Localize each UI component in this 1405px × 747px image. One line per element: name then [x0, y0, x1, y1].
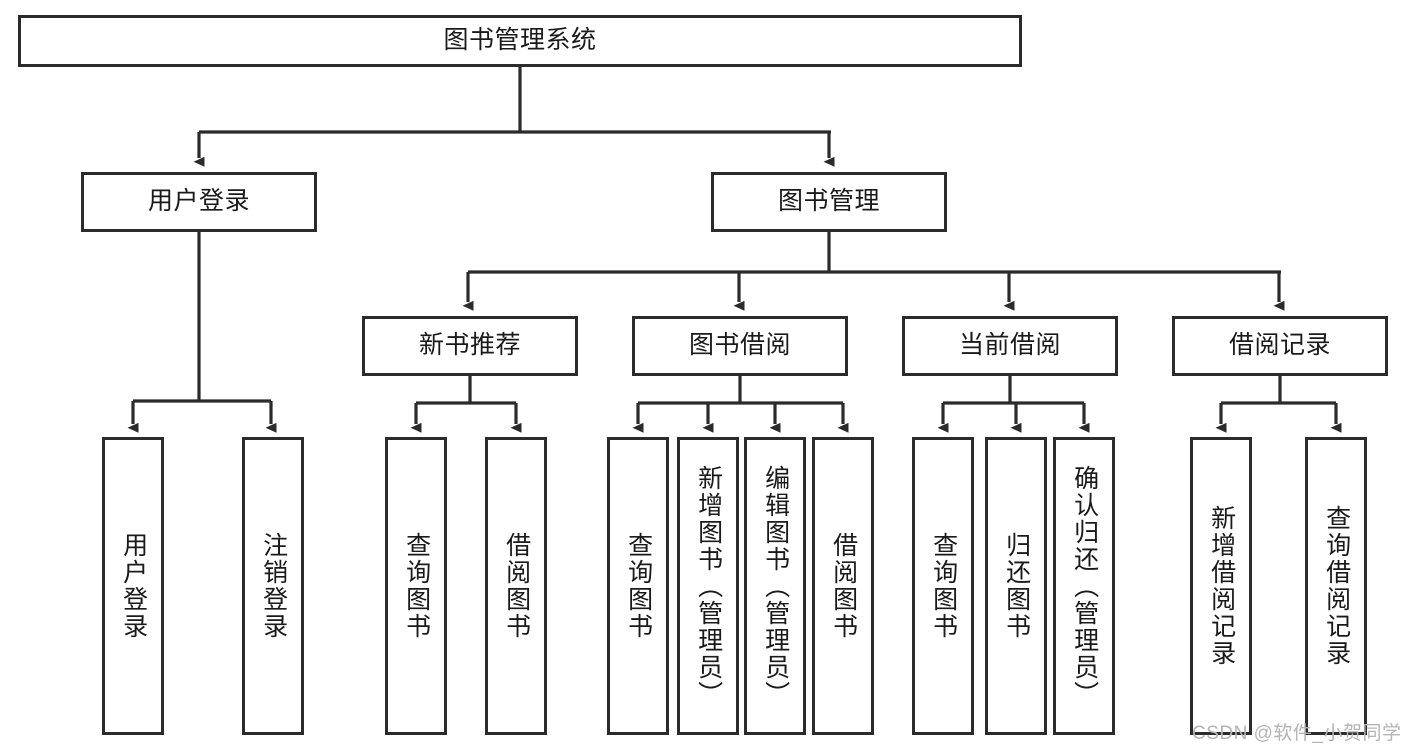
node-leaf-query-borrow-record-label: 查询借阅记录	[1322, 505, 1351, 667]
node-book-management-label: 图书管理	[777, 187, 880, 216]
node-book-management[interactable]: 图书管理	[711, 172, 947, 232]
node-leaf-edit-book[interactable]: 编辑图书（管理员）	[744, 437, 806, 735]
node-root[interactable]: 图书管理系统	[18, 15, 1022, 67]
node-leaf-query-book-borrow-label: 查询图书	[624, 532, 653, 640]
node-current-borrow-label: 当前借阅	[958, 331, 1061, 360]
node-leaf-edit-book-label: 编辑图书（管理员）	[761, 464, 790, 708]
node-leaf-confirm-return-label: 确认归还（管理员）	[1070, 464, 1099, 708]
node-root-label: 图书管理系统	[443, 26, 597, 55]
node-leaf-user-logout[interactable]: 注销登录	[242, 437, 304, 735]
node-leaf-query-book-current-label: 查询图书	[929, 532, 958, 640]
node-user-login[interactable]: 用户登录	[81, 172, 317, 232]
node-leaf-query-book-rec-label: 查询图书	[402, 532, 431, 640]
node-leaf-query-borrow-record[interactable]: 查询借阅记录	[1305, 437, 1367, 735]
node-book-borrow[interactable]: 图书借阅	[632, 316, 848, 376]
node-leaf-add-book-label: 新增图书（管理员）	[694, 464, 723, 708]
node-user-login-label: 用户登录	[147, 187, 250, 216]
node-leaf-borrow-book[interactable]: 借阅图书	[812, 437, 874, 735]
node-borrow-record[interactable]: 借阅记录	[1172, 316, 1388, 376]
node-leaf-confirm-return[interactable]: 确认归还（管理员）	[1053, 437, 1115, 735]
node-leaf-add-borrow-record[interactable]: 新增借阅记录	[1190, 437, 1252, 735]
node-leaf-add-book[interactable]: 新增图书（管理员）	[677, 437, 739, 735]
node-borrow-record-label: 借阅记录	[1228, 331, 1331, 360]
node-leaf-query-book-borrow[interactable]: 查询图书	[607, 437, 669, 735]
node-leaf-borrow-book-rec[interactable]: 借阅图书	[485, 437, 547, 735]
node-leaf-query-book-current[interactable]: 查询图书	[912, 437, 974, 735]
node-leaf-add-borrow-record-label: 新增借阅记录	[1207, 505, 1236, 667]
node-leaf-user-login-label: 用户登录	[119, 532, 148, 640]
node-leaf-borrow-book-label: 借阅图书	[829, 532, 858, 640]
node-current-borrow[interactable]: 当前借阅	[902, 316, 1118, 376]
node-leaf-query-book-rec[interactable]: 查询图书	[385, 437, 447, 735]
node-leaf-borrow-book-rec-label: 借阅图书	[502, 532, 531, 640]
node-leaf-return-book[interactable]: 归还图书	[985, 437, 1047, 735]
node-new-book-recommend[interactable]: 新书推荐	[362, 316, 578, 376]
node-leaf-user-logout-label: 注销登录	[259, 532, 288, 640]
node-book-borrow-label: 图书借阅	[688, 331, 791, 360]
node-new-book-recommend-label: 新书推荐	[418, 331, 521, 360]
node-leaf-user-login[interactable]: 用户登录	[102, 437, 164, 735]
node-leaf-return-book-label: 归还图书	[1002, 532, 1031, 640]
